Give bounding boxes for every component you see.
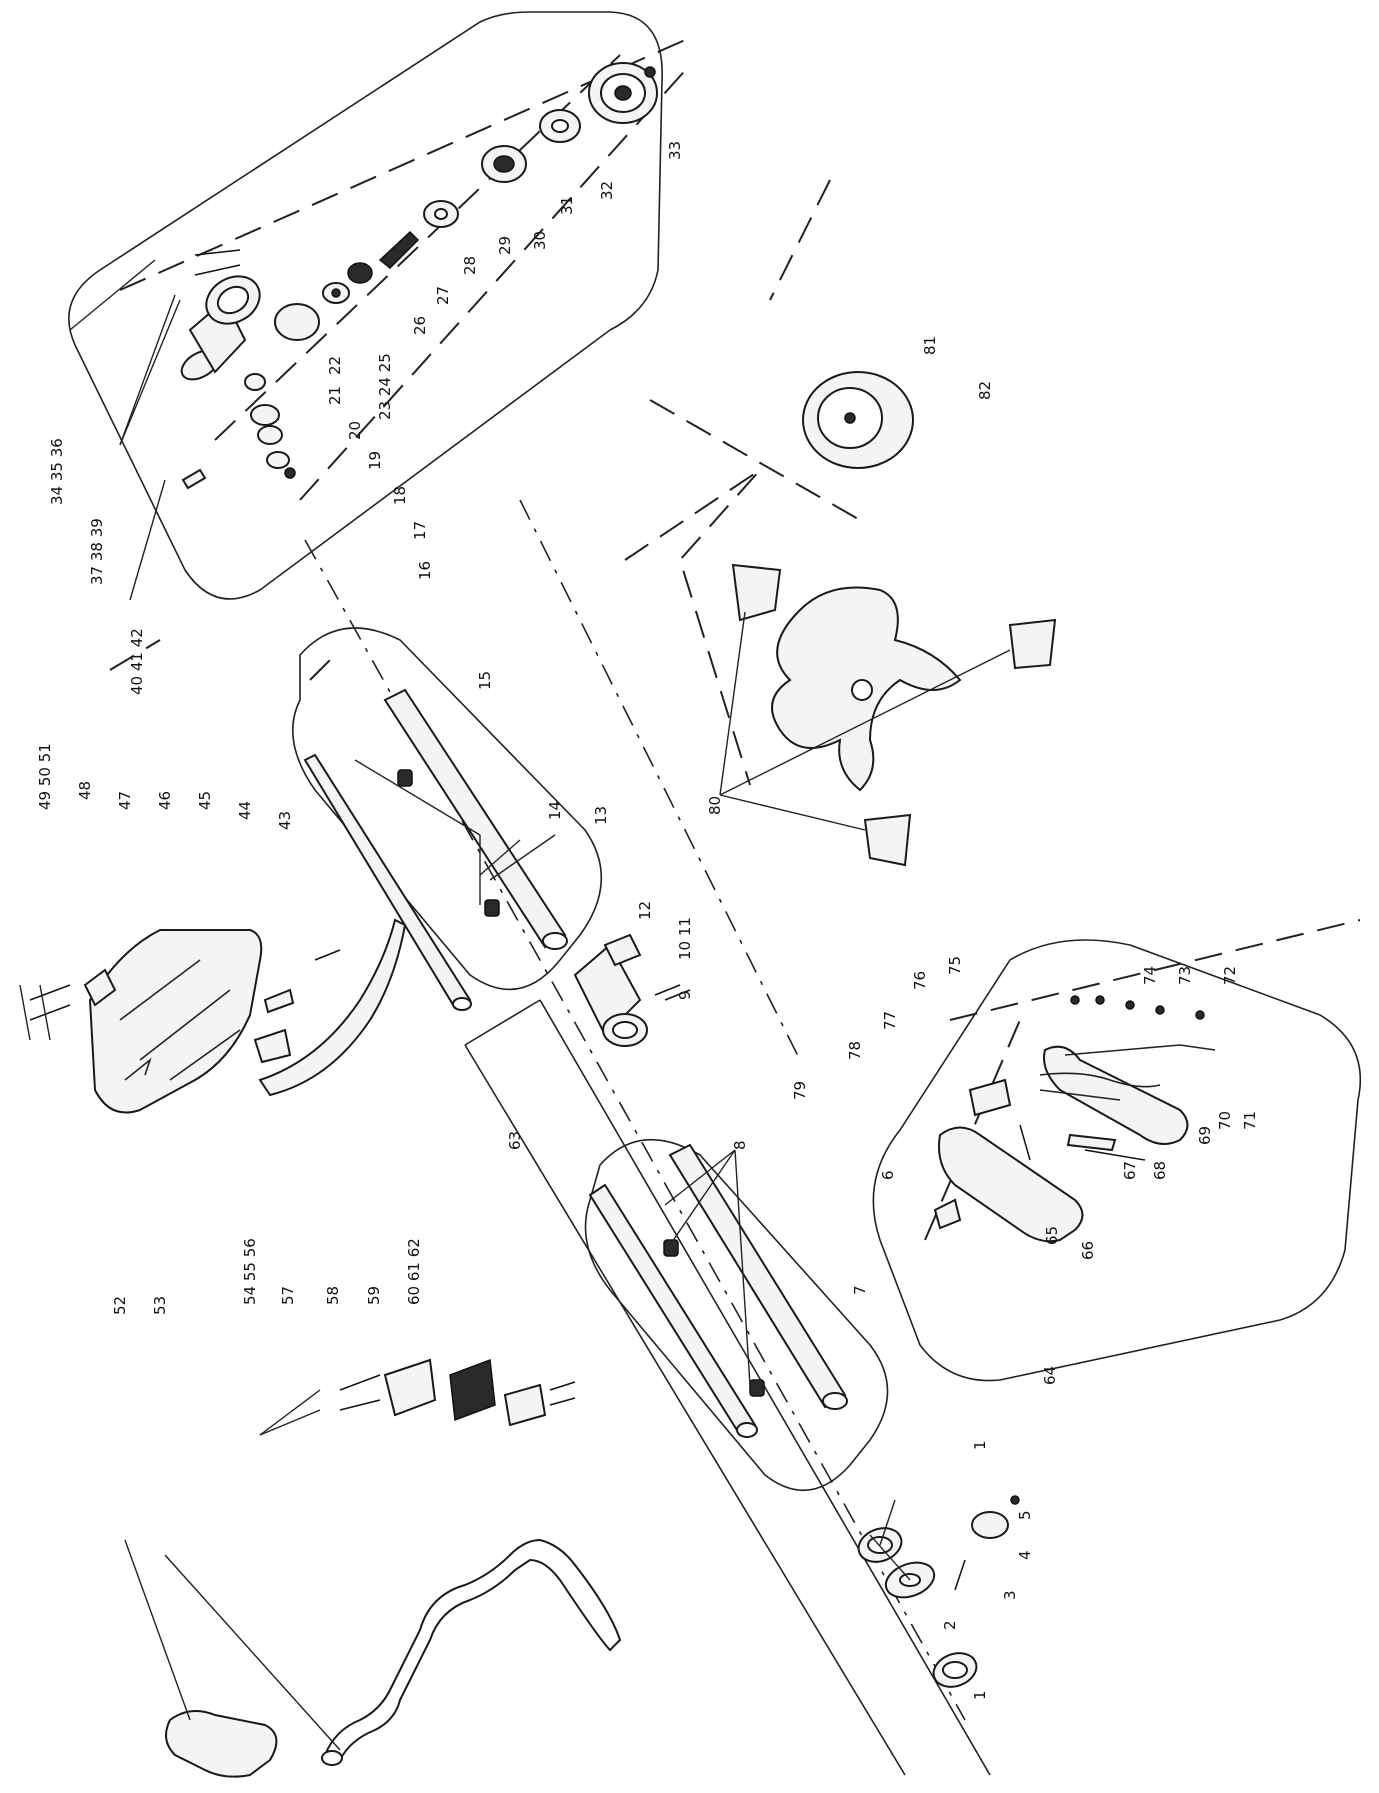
callout-65: 65 bbox=[1043, 1226, 1061, 1245]
callout-1a: 1 bbox=[971, 1440, 989, 1450]
callout-72: 72 bbox=[1221, 966, 1239, 985]
callout-64: 64 bbox=[1041, 1366, 1059, 1385]
blade-82 bbox=[771, 586, 962, 792]
bike-handle-53 bbox=[321, 1538, 622, 1766]
clamp-parts bbox=[857, 1495, 1020, 1688]
handle-grip-52 bbox=[165, 1710, 278, 1778]
callout-81: 81 bbox=[921, 336, 939, 355]
guard-plate-44 bbox=[253, 918, 407, 1097]
callout-47: 47 bbox=[116, 791, 134, 810]
callout-15: 15 bbox=[476, 671, 494, 690]
callout-32: 32 bbox=[598, 181, 616, 200]
callout-79: 79 bbox=[791, 1081, 809, 1100]
callout-1b: 1 bbox=[971, 1690, 989, 1700]
blade-tips-80 bbox=[719, 563, 1057, 867]
callout-43: 43 bbox=[276, 811, 294, 830]
callout-13: 13 bbox=[592, 806, 610, 825]
callout-30: 30 bbox=[531, 231, 549, 250]
callout-78: 78 bbox=[846, 1041, 864, 1060]
callout-54-55-56: 54 55 56 bbox=[241, 1238, 259, 1305]
callout-66: 66 bbox=[1079, 1241, 1097, 1260]
callout-28: 28 bbox=[461, 256, 479, 275]
callout-70: 70 bbox=[1216, 1111, 1234, 1130]
callout-52: 52 bbox=[111, 1296, 129, 1315]
upper-shafts bbox=[303, 688, 568, 1011]
gear-head-parts bbox=[180, 62, 658, 490]
callout-76: 76 bbox=[911, 971, 929, 990]
callout-2: 2 bbox=[941, 1620, 959, 1630]
gear-head-group-outline bbox=[68, 11, 663, 600]
callout-53: 53 bbox=[151, 1296, 169, 1315]
callout-29: 29 bbox=[496, 236, 514, 255]
callout-4: 4 bbox=[1016, 1550, 1034, 1560]
callout-57: 57 bbox=[279, 1286, 297, 1305]
callout-33: 33 bbox=[666, 141, 684, 160]
callout-19: 19 bbox=[366, 451, 384, 470]
callout-3: 3 bbox=[1001, 1590, 1019, 1600]
callout-21: 21 bbox=[326, 386, 344, 405]
callout-8: 8 bbox=[731, 1140, 749, 1150]
callout-44: 44 bbox=[236, 801, 254, 820]
callout-74: 74 bbox=[1141, 966, 1159, 985]
callout-71: 71 bbox=[1241, 1111, 1259, 1130]
callout-31: 31 bbox=[558, 196, 576, 215]
callout-5: 5 bbox=[1016, 1510, 1034, 1520]
coupling-12 bbox=[573, 933, 691, 1047]
guard-47 bbox=[88, 929, 263, 1114]
trimmer-head-81 bbox=[802, 371, 914, 469]
callout-34-35-36: 34 35 36 bbox=[48, 438, 66, 505]
callout-18: 18 bbox=[391, 486, 409, 505]
callout-40-41-42: 40 41 42 bbox=[128, 628, 146, 695]
callout-63: 63 bbox=[506, 1131, 524, 1150]
callout-60-61-62: 60 61 62 bbox=[405, 1238, 423, 1305]
callout-49-50-51: 49 50 51 bbox=[36, 743, 54, 810]
callout-45: 45 bbox=[196, 791, 214, 810]
callout-69: 69 bbox=[1196, 1126, 1214, 1145]
callout-46: 46 bbox=[156, 791, 174, 810]
lower-shaft-sleeve bbox=[464, 999, 991, 1776]
callout-77: 77 bbox=[881, 1011, 899, 1030]
callout-68: 68 bbox=[1151, 1161, 1169, 1180]
callout-23-24-25: 23 24 25 bbox=[376, 353, 394, 420]
callout-48: 48 bbox=[76, 781, 94, 800]
upper-shaft-group-outline bbox=[291, 627, 603, 991]
rear-handle-parts bbox=[933, 995, 1216, 1243]
callout-10-11: 10 11 bbox=[676, 917, 694, 960]
assembly-axis-lines bbox=[109, 39, 1361, 1721]
callout-labels: 1 1 2 3 4 5 6 7 8 9 10 11 12 13 14 15 16… bbox=[36, 141, 1259, 1700]
callout-16: 16 bbox=[416, 561, 434, 580]
callout-67: 67 bbox=[1121, 1161, 1139, 1180]
callout-17: 17 bbox=[411, 521, 429, 540]
lower-shafts bbox=[588, 1143, 848, 1438]
handle-group-outline bbox=[872, 939, 1362, 1382]
callout-82: 82 bbox=[976, 381, 994, 400]
callout-58: 58 bbox=[324, 1286, 342, 1305]
callout-20: 20 bbox=[346, 421, 364, 440]
callout-9: 9 bbox=[676, 990, 694, 1000]
lower-shaft-group-outline bbox=[584, 1138, 889, 1492]
callout-14: 14 bbox=[546, 801, 564, 820]
callout-26: 26 bbox=[411, 316, 429, 335]
callout-7: 7 bbox=[851, 1285, 869, 1295]
handle-clamp-57-58-59 bbox=[339, 1358, 576, 1427]
callout-37-38-39: 37 38 39 bbox=[88, 518, 106, 585]
callout-27: 27 bbox=[434, 286, 452, 305]
callout-73: 73 bbox=[1176, 966, 1194, 985]
callout-80: 80 bbox=[706, 796, 724, 815]
callout-59: 59 bbox=[365, 1286, 383, 1305]
guard-bracket-48 bbox=[29, 968, 117, 1021]
guard-parts-45-46 bbox=[263, 949, 341, 1014]
callout-6: 6 bbox=[879, 1170, 897, 1180]
callout-22: 22 bbox=[326, 356, 344, 375]
callout-12: 12 bbox=[636, 901, 654, 920]
leader-lines bbox=[19, 259, 911, 1751]
callout-75: 75 bbox=[946, 956, 964, 975]
